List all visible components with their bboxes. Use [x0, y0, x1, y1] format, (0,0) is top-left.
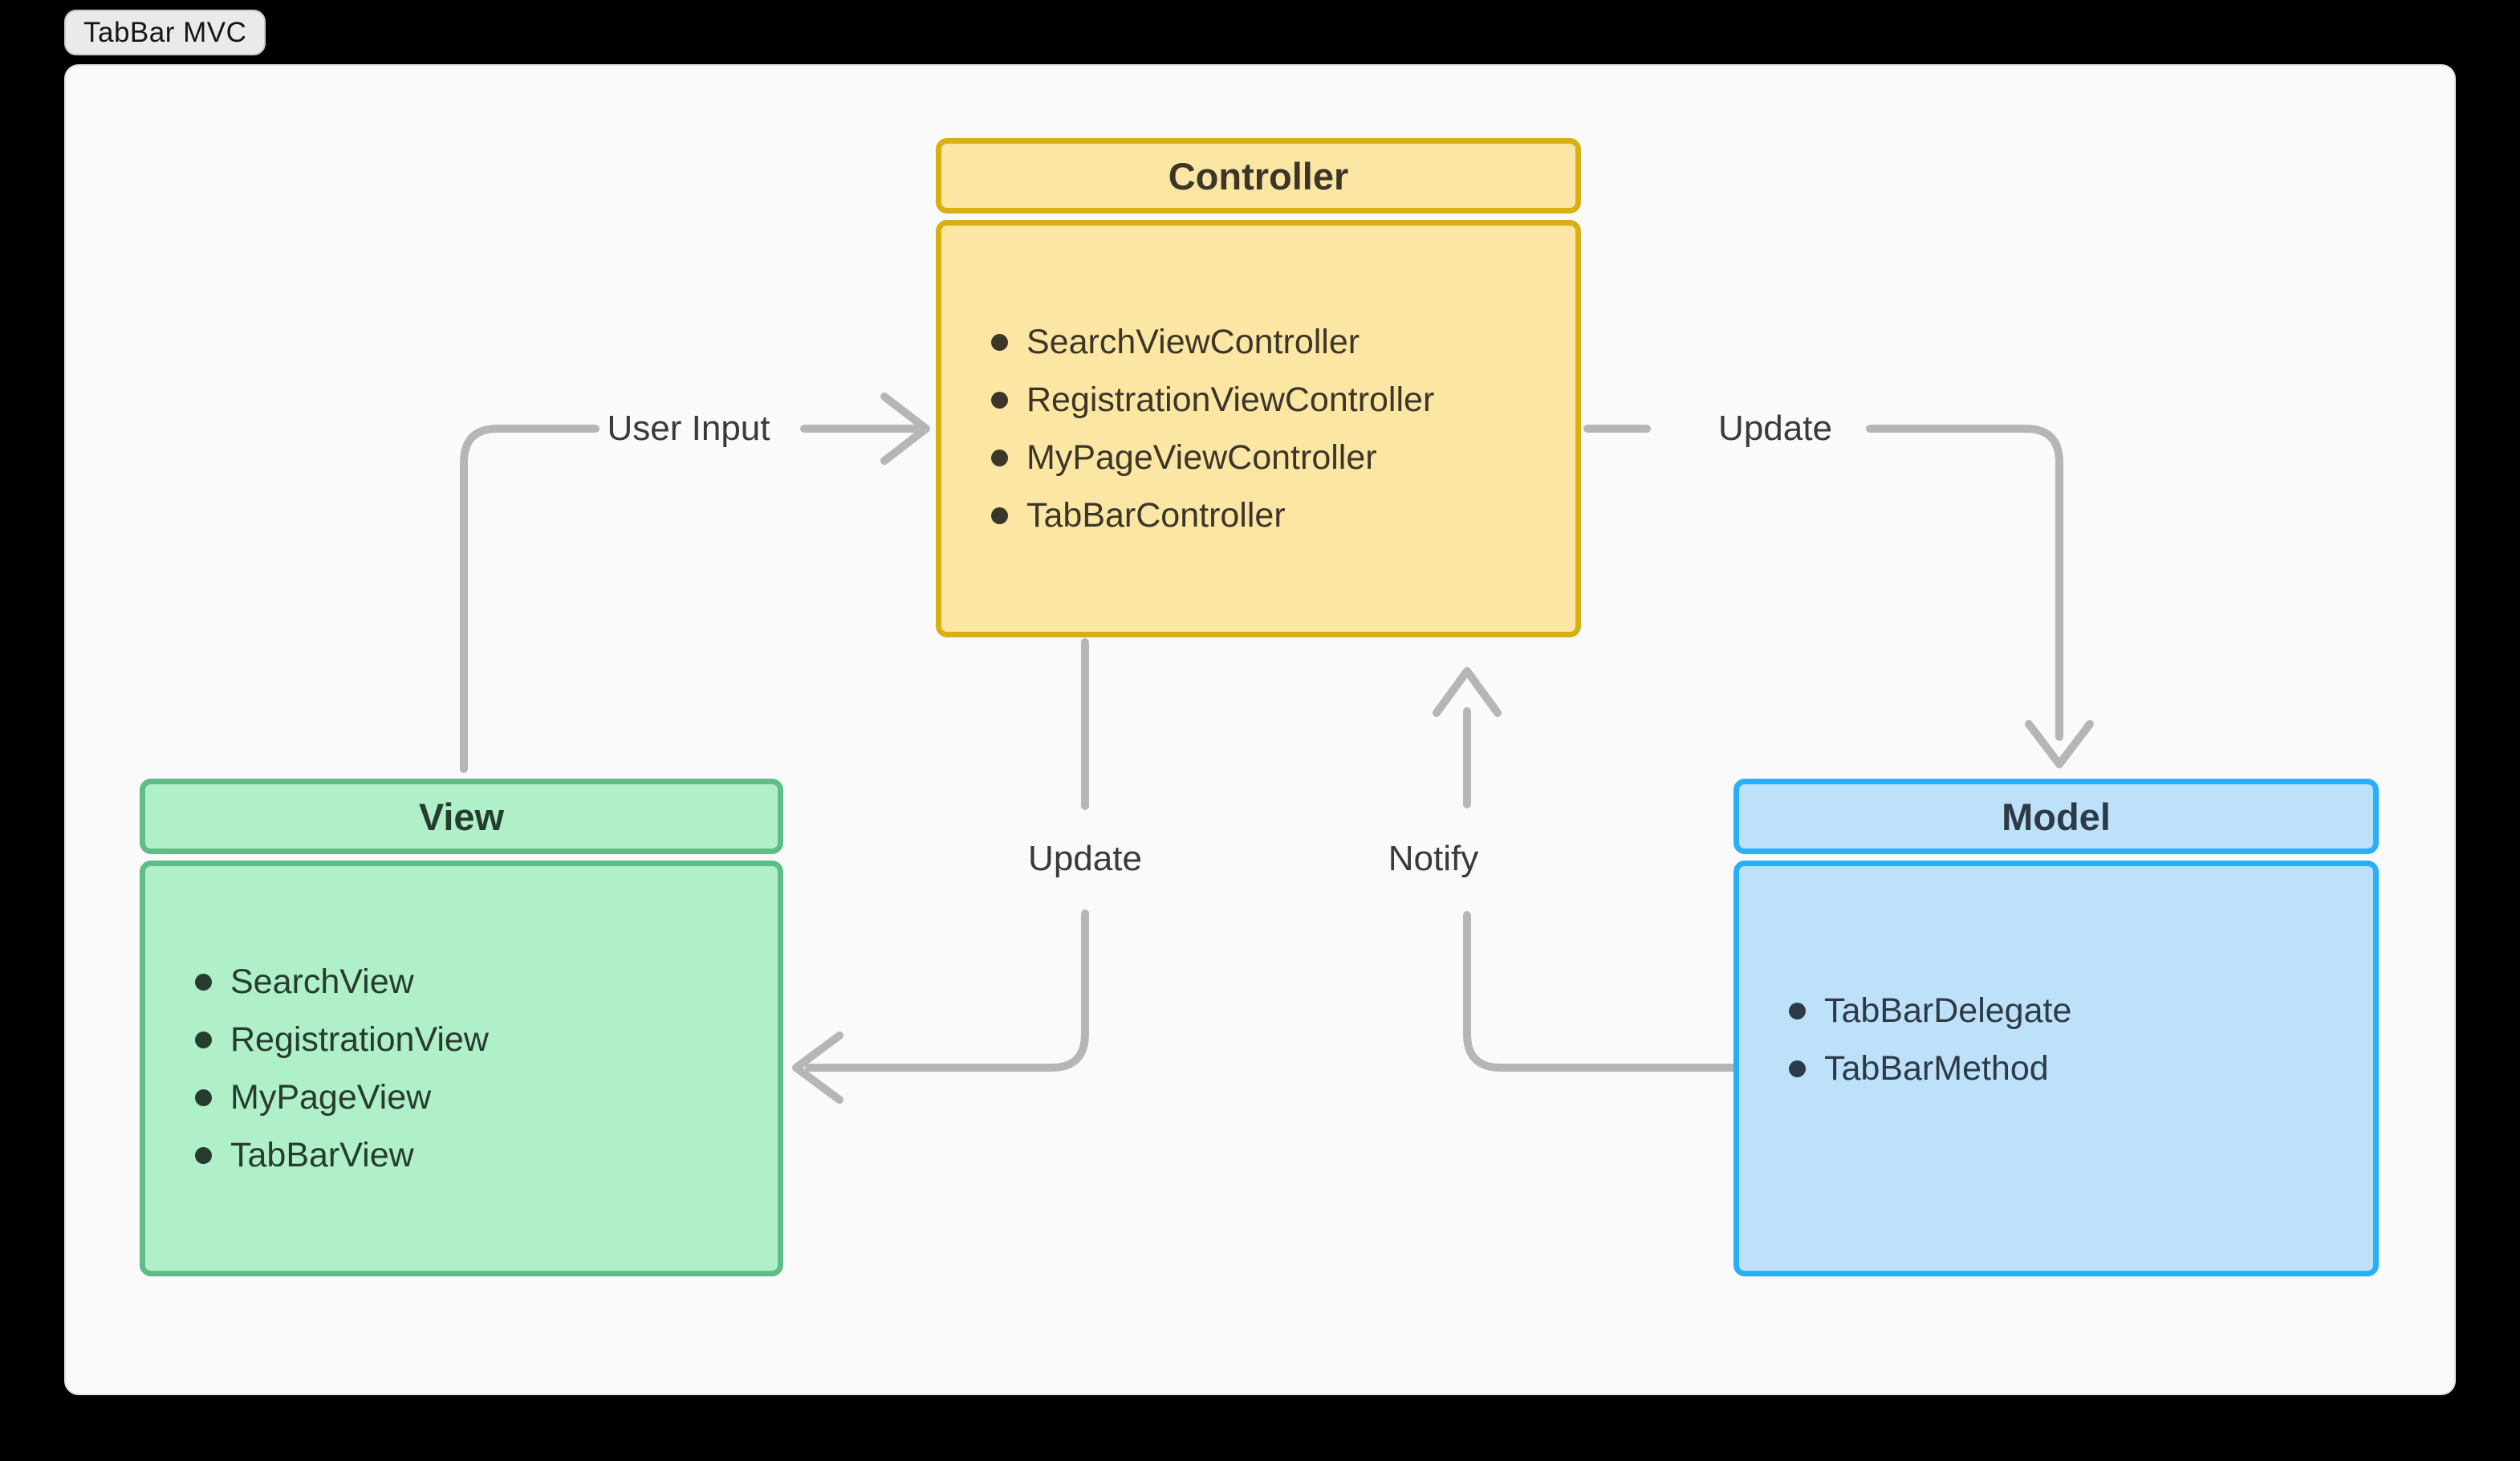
edge-notify[interactable]	[1433, 667, 1739, 1072]
board-title-tab[interactable]: TabBar MVC	[64, 10, 266, 55]
model-node[interactable]: Model TabBarDelegate TabBarMethod	[1734, 779, 2379, 1276]
edge-label-update-to-model[interactable]: Update	[1712, 407, 1839, 450]
list-item: TabBarController	[988, 486, 1575, 544]
edge-user-input-arrowhead	[880, 393, 930, 465]
edge-update-to-view-line2	[805, 910, 1089, 1072]
edge-update-to-model-arrowhead	[2025, 720, 2094, 768]
model-node-title: Model	[2002, 795, 2111, 838]
model-node-header: Model	[1734, 779, 2379, 854]
controller-node-header: Controller	[936, 138, 1581, 214]
edge-update-to-model-line2	[1866, 425, 2063, 741]
view-node-body: SearchView RegistrationView MyPageView T…	[140, 861, 783, 1276]
view-node-header: View	[140, 779, 783, 854]
list-item: SearchViewController	[988, 313, 1575, 371]
list-item: RegistrationView	[192, 1011, 778, 1068]
board-title: TabBar MVC	[83, 16, 247, 48]
controller-node[interactable]: Controller SearchViewController Registra…	[936, 138, 1581, 637]
list-item: MyPageViewController	[988, 429, 1575, 486]
list-item: TabBarDelegate	[1786, 982, 2373, 1040]
edge-notify-arrowhead	[1433, 667, 1502, 717]
list-item: TabBarView	[192, 1126, 778, 1184]
list-item: SearchView	[192, 953, 778, 1011]
edge-label-update-to-view[interactable]: Update	[1022, 837, 1148, 881]
controller-node-body: SearchViewController RegistrationViewCon…	[936, 220, 1581, 637]
list-item: MyPageView	[192, 1068, 778, 1126]
edge-label-user-input[interactable]: User Input	[600, 407, 777, 450]
view-item-list: SearchView RegistrationView MyPageView T…	[192, 953, 778, 1184]
model-node-body: TabBarDelegate TabBarMethod	[1734, 861, 2379, 1276]
edge-user-input[interactable]	[460, 393, 930, 773]
view-node[interactable]: View SearchView RegistrationView MyPageV…	[140, 779, 783, 1276]
controller-node-title: Controller	[1168, 154, 1349, 197]
model-item-list: TabBarDelegate TabBarMethod	[1786, 982, 2373, 1097]
edge-user-input-line	[460, 425, 600, 773]
edge-notify-line	[1463, 911, 1739, 1072]
edge-update-to-view[interactable]	[792, 638, 1089, 1104]
edge-label-notify[interactable]: Notify	[1381, 837, 1486, 881]
view-node-title: View	[418, 795, 505, 838]
controller-item-list: SearchViewController RegistrationViewCon…	[988, 313, 1575, 544]
list-item: RegistrationViewController	[988, 371, 1575, 429]
edge-update-to-view-arrowhead	[792, 1032, 843, 1104]
edge-update-to-model[interactable]	[1583, 425, 2094, 768]
list-item: TabBarMethod	[1786, 1040, 2373, 1097]
